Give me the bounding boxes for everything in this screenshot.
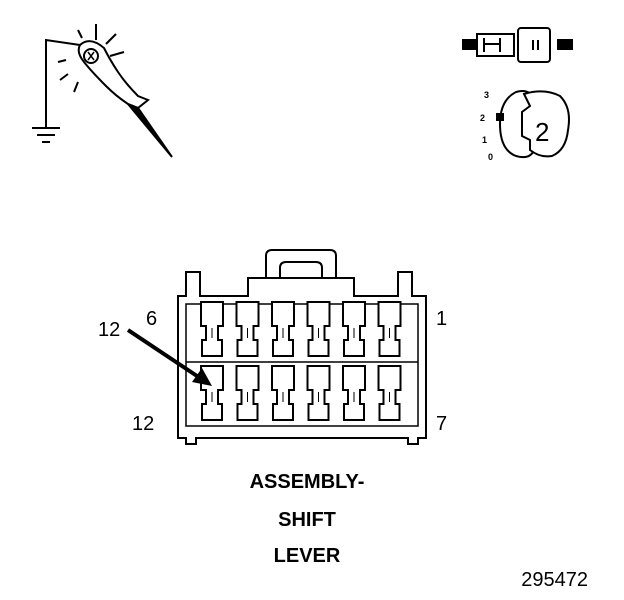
pin-label-1: 1 (436, 308, 447, 330)
caption-line-1: ASSEMBLY- (250, 471, 365, 493)
key-label: 2 (535, 117, 549, 147)
ground-symbol-icon (32, 127, 60, 143)
connector-plug-icon (462, 27, 573, 63)
pin-label-12: 12 (132, 413, 154, 435)
test-light-probe-icon (32, 24, 173, 158)
callout-label: 12 (98, 319, 120, 341)
key-position-2: 2 (480, 113, 485, 123)
figure-number: 295472 (521, 569, 588, 591)
caption-line-2: SHIFT (278, 509, 336, 531)
terminal-grid (200, 301, 402, 421)
caption-line-3: LEVER (274, 545, 341, 567)
key-position-0: 0 (488, 152, 493, 162)
key-position-3: 3 (484, 90, 489, 100)
pin-label-7: 7 (436, 413, 447, 435)
callout-arrow (126, 328, 212, 386)
ignition-key-icon: 3 2 1 0 2 (480, 90, 570, 162)
pin-label-6: 6 (146, 308, 157, 330)
key-position-1: 1 (482, 135, 487, 145)
